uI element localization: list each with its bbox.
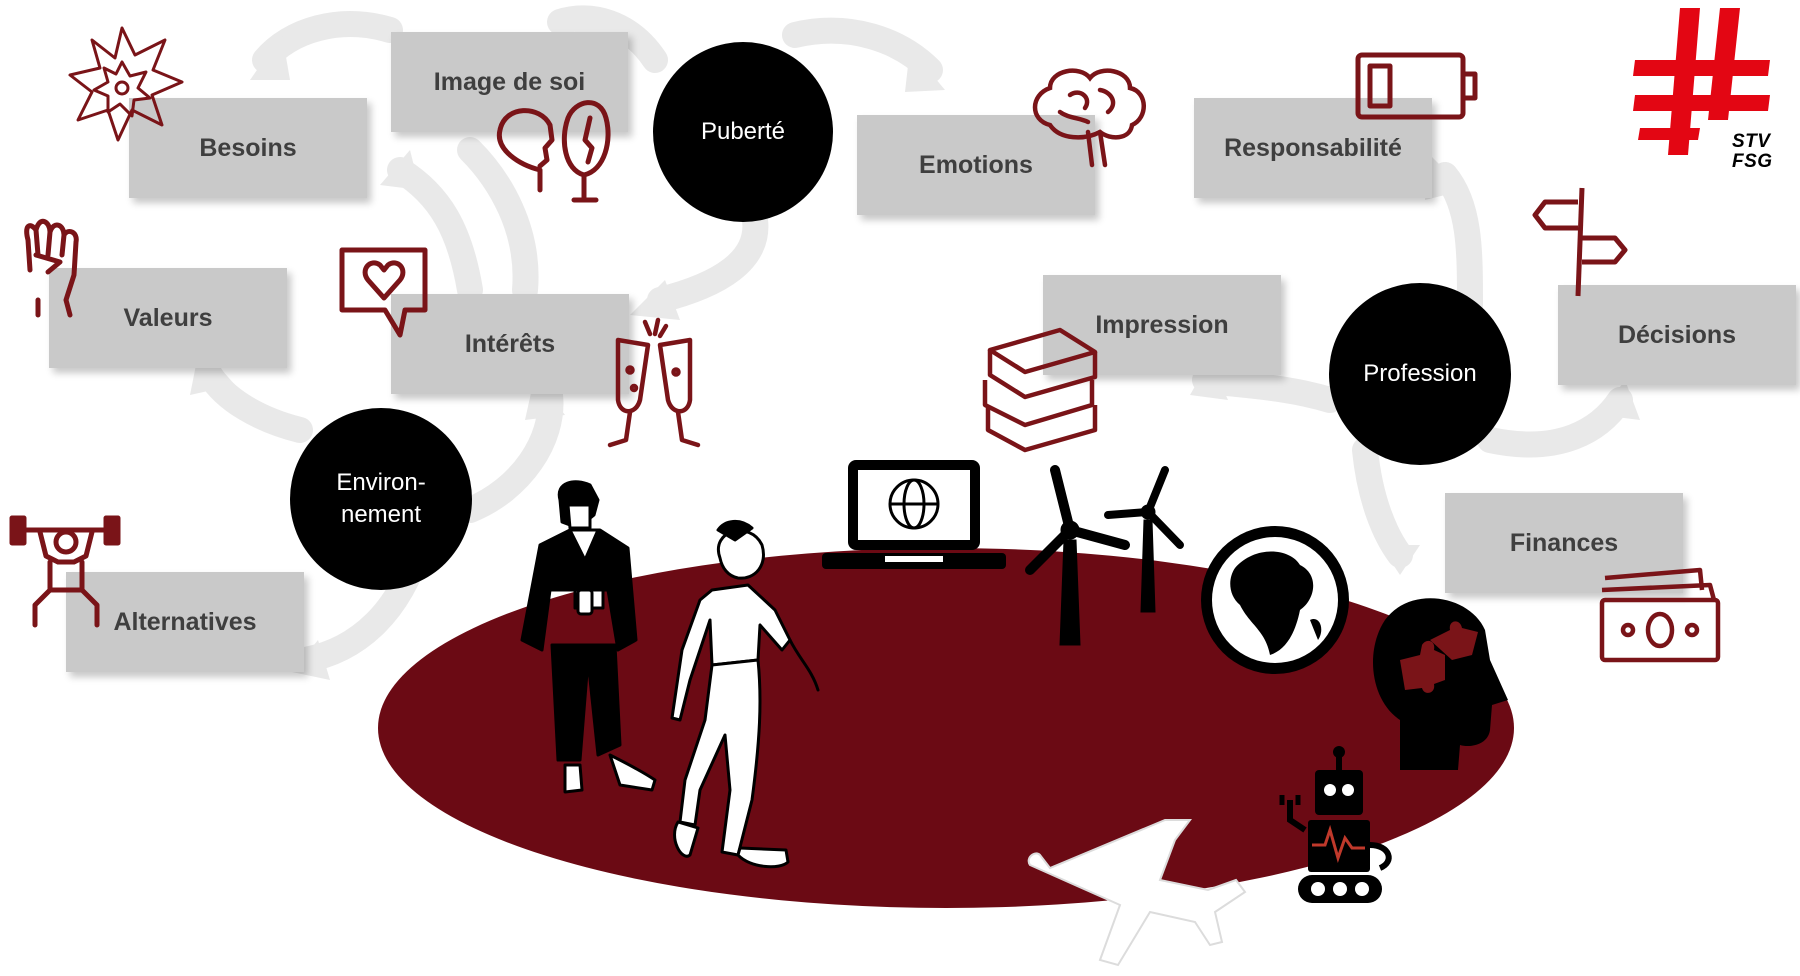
box-finances-label: Finances [1509,528,1619,557]
hub-environment: Environ- nement [290,408,472,590]
logo-text: STV FSG [1732,132,1773,172]
box-besoins-label: Besoins [199,133,297,162]
box-interets-label: Intérêts [464,329,556,358]
puzzle-head-icon [1373,598,1508,770]
box-decisions-label: Décisions [1617,320,1737,349]
man-figure [520,480,657,794]
hub-environment-label-line2: nement [340,501,422,528]
box-valeurs-label: Valeurs [123,303,213,332]
box-emotions-label: Emotions [919,150,1033,179]
woman-figure [670,520,820,869]
box-responsabilite: Responsabilité [1194,98,1432,198]
hub-profession: Profession [1329,283,1511,465]
arrow-puberty-to-image [547,5,668,73]
arrow-head [574,6,602,34]
robot-icon [1279,746,1392,903]
logo-line1: STV [1732,131,1771,152]
books-icon [982,327,1098,453]
box-decisions: Décisions [1558,285,1796,385]
box-alternatives-label: Alternatives [113,607,257,636]
champagne-glasses-icon [607,317,701,448]
starburst-icon [68,26,184,142]
wind-turbines-icon [1025,465,1184,646]
two-heads-icon [496,100,611,203]
arrow-puberty-to-interets [647,207,769,313]
swiss-cross-logo [1633,8,1770,155]
arrow-interets-to-image [457,137,539,303]
box-valeurs: Valeurs [49,268,287,368]
box-impression-label: Impression [1095,310,1229,339]
hub-environment-label-line1: Environ- [336,469,426,496]
hub-puberty-label: Puberté [700,118,786,145]
globe-icon [1201,526,1349,674]
box-alternatives: Alternatives [66,572,304,672]
battery-icon [1355,52,1478,120]
box-image-de-soi-label: Image de soi [433,67,586,96]
laptop-globe-icon [822,460,1006,569]
box-responsabilite-label: Responsabilité [1224,133,1402,162]
brain-icon [1032,68,1146,168]
box-besoins: Besoins [129,98,367,198]
weightlifter-icon [9,515,121,628]
heart-speech-icon [339,247,428,338]
hub-profession-label: Profession [1363,360,1477,387]
airplane-icon [1027,819,1247,967]
signpost-icon [1532,187,1628,297]
box-impression: Impression [1043,275,1281,375]
logo-line2: FSG [1732,151,1773,172]
box-interets: Intérêts [391,294,629,394]
money-icon [1599,567,1721,663]
fist-icon [24,218,79,318]
hub-puberty: Puberté [653,42,833,222]
